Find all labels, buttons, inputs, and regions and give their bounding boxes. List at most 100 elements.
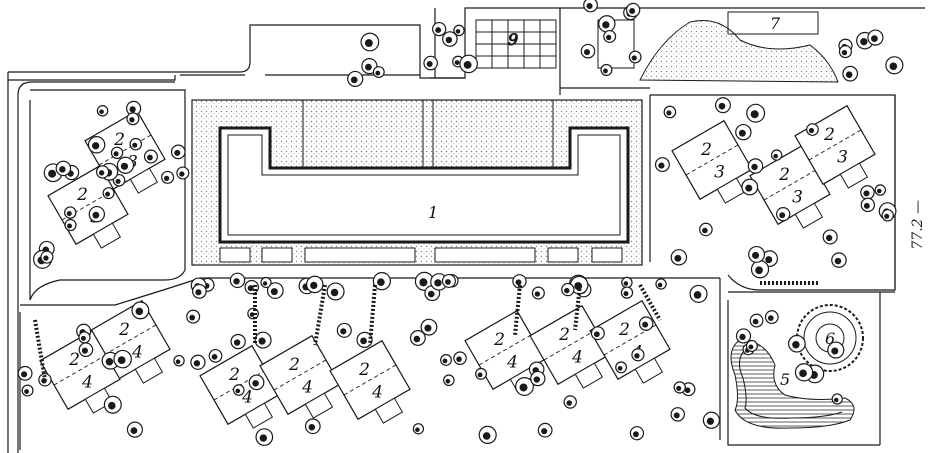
- house-upper-label: 2: [618, 320, 630, 340]
- tree: [745, 339, 758, 352]
- house-lower-label: 3: [792, 188, 803, 208]
- tree: [442, 31, 458, 47]
- tree: [440, 354, 452, 366]
- tree: [874, 184, 887, 196]
- round-pavilion: 6: [796, 304, 864, 372]
- tree: [88, 205, 106, 223]
- tree: [254, 331, 272, 349]
- tree: [78, 342, 94, 358]
- tree: [161, 170, 175, 184]
- tree: [453, 351, 467, 365]
- house-lower-label: 4: [81, 373, 93, 393]
- pond-label: 5: [780, 370, 790, 389]
- house-upper-label: 2: [288, 355, 300, 375]
- tree: [670, 407, 685, 422]
- tree: [347, 70, 364, 88]
- tree: [143, 149, 158, 164]
- pavilion-label: 6: [825, 329, 835, 348]
- tree: [600, 63, 613, 76]
- hedge: [313, 284, 327, 346]
- tree: [453, 24, 465, 37]
- tree: [598, 15, 616, 33]
- tree: [173, 354, 185, 367]
- tree: [443, 374, 455, 387]
- tree: [190, 354, 206, 370]
- house-lower-label: 4: [506, 353, 518, 373]
- tree: [741, 178, 759, 196]
- tree: [655, 278, 667, 290]
- house-lower-label: 4: [241, 388, 253, 408]
- house: 24: [464, 309, 546, 394]
- tree: [530, 370, 546, 387]
- tree: [628, 50, 642, 64]
- tree: [475, 367, 488, 380]
- tree: [103, 395, 122, 414]
- tree: [563, 395, 577, 409]
- tree: [831, 252, 847, 268]
- house-upper-label: 2: [700, 140, 712, 160]
- tree: [638, 316, 654, 331]
- tree: [515, 377, 534, 396]
- school-building: 1: [191, 99, 643, 266]
- building-7-label: 7: [770, 14, 781, 33]
- tree: [531, 286, 545, 300]
- house: 24: [39, 329, 121, 414]
- tree: [629, 426, 645, 441]
- house-upper-label: 2: [76, 185, 88, 205]
- house-upper-label: 2: [68, 350, 80, 370]
- road-outlines: [7, 7, 925, 453]
- tree: [881, 209, 894, 222]
- house-upper-label: 2: [558, 325, 570, 345]
- tree: [102, 187, 115, 200]
- tree: [176, 166, 190, 180]
- tree: [689, 284, 708, 303]
- tree: [186, 309, 201, 324]
- tree: [232, 384, 245, 396]
- tree: [625, 2, 641, 18]
- tree: [860, 197, 876, 213]
- tree: [229, 272, 246, 289]
- tree: [361, 57, 378, 75]
- tree: [40, 250, 54, 264]
- tree: [255, 428, 274, 446]
- tree: [131, 301, 150, 320]
- tree: [827, 341, 845, 359]
- tree: [714, 97, 731, 114]
- tree: [750, 260, 770, 279]
- tree: [747, 158, 764, 174]
- house-upper-label: 2: [118, 320, 130, 340]
- tree: [673, 381, 686, 394]
- house-upper-label: 2: [358, 360, 370, 380]
- house-upper-label: 2: [228, 365, 240, 385]
- tree: [305, 275, 324, 294]
- tree: [126, 421, 143, 438]
- tree: [96, 104, 109, 117]
- tree: [21, 384, 34, 397]
- tree: [764, 310, 779, 324]
- house-upper-label: 2: [493, 330, 505, 350]
- house-lower-label: 3: [714, 163, 725, 183]
- house-lower-label: 3: [837, 148, 848, 168]
- house: 23: [749, 144, 831, 229]
- tree: [87, 136, 106, 154]
- house: 24: [529, 304, 611, 389]
- tree: [838, 45, 852, 59]
- tree: [441, 273, 456, 288]
- school-label: 1: [428, 203, 438, 222]
- hedges: [33, 281, 820, 381]
- tree: [746, 103, 766, 123]
- tree: [55, 160, 72, 177]
- tree: [603, 29, 617, 43]
- tree: [244, 279, 259, 295]
- tree: [459, 54, 478, 74]
- house-lower-label: 4: [571, 348, 583, 368]
- sports-grid-label: 9: [508, 30, 518, 49]
- tree: [860, 185, 875, 200]
- tree: [432, 21, 447, 37]
- tree: [356, 331, 373, 349]
- tree: [170, 144, 186, 160]
- house-upper-label: 2: [113, 130, 125, 150]
- tree: [735, 123, 752, 141]
- side-caption: 77.2 —: [910, 200, 926, 250]
